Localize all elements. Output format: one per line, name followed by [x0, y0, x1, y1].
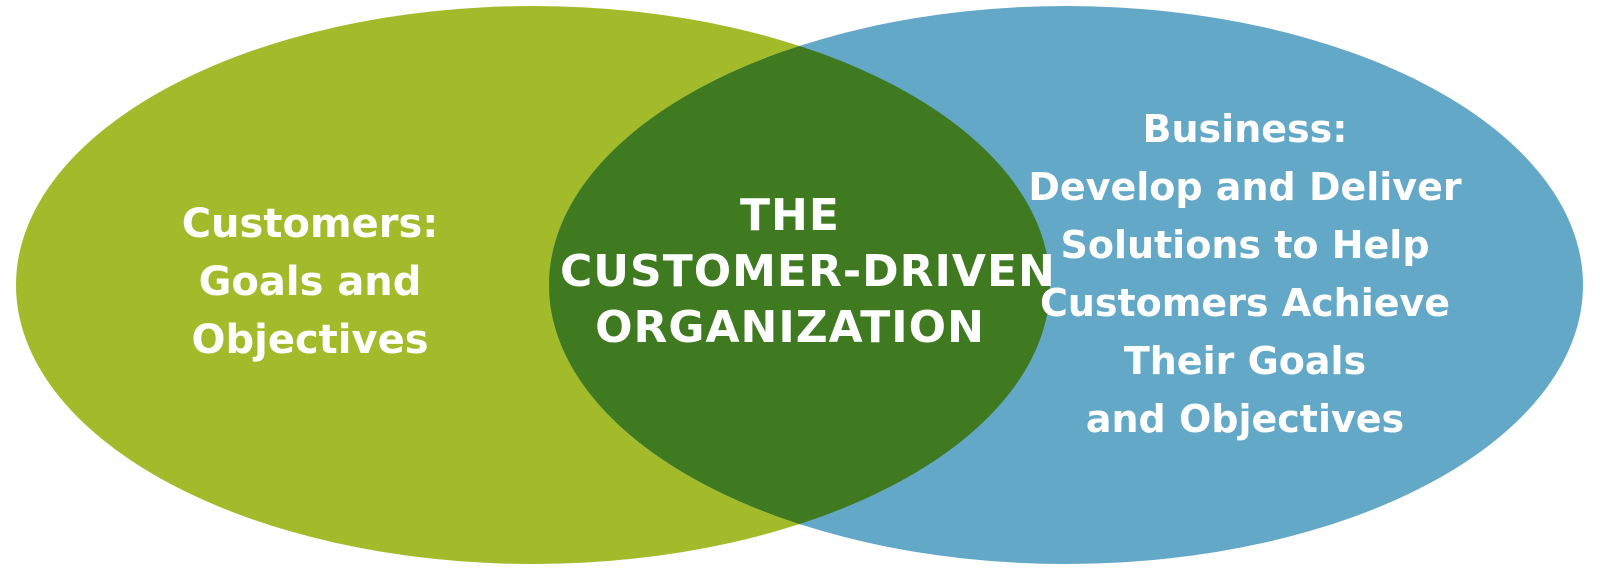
center-label-line-3: ORGANIZATION [595, 302, 985, 353]
business-label-line-5: Their Goals [1123, 339, 1367, 383]
overlap-region [549, 6, 1050, 564]
center-label: THE CUSTOMER-DRIVEN ORGANIZATION [560, 188, 1056, 356]
business-label: Business: Develop and Deliver Solutions … [1010, 100, 1480, 448]
business-label-line-6: and Objectives [1085, 397, 1405, 441]
business-label-line-2: Develop and Deliver [1028, 165, 1462, 209]
customers-label-line-1: Customers: [181, 201, 439, 247]
customers-label-line-2: Goals and [198, 259, 422, 305]
customers-label: Customers: Goals and Objectives [150, 195, 470, 369]
business-label-line-1: Business: [1142, 107, 1348, 151]
center-label-line-2: CUSTOMER-DRIVEN [560, 246, 1056, 297]
customers-label-line-3: Objectives [191, 317, 429, 363]
business-label-line-3: Solutions to Help [1060, 223, 1430, 267]
business-label-line-4: Customers Achieve [1039, 281, 1451, 325]
center-label-line-1: THE [740, 190, 840, 241]
